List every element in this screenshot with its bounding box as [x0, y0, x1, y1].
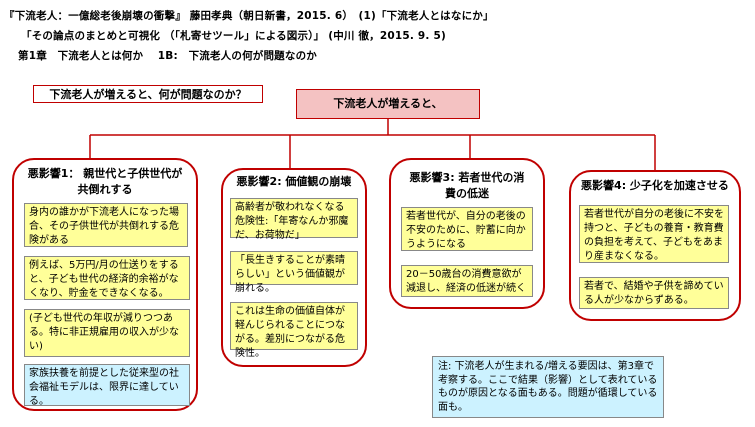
root-node: 下流老人が増えると、 — [296, 89, 480, 119]
note: 身内の誰かが下流老人になった場合、その子供世代が共倒れする危険がある — [24, 203, 188, 247]
note: 若者世代が自分の老後に不安を持つと、子どもの養育・教育費の負担を考えて、子どもを… — [579, 205, 729, 263]
note: これは生命の価値自体が軽んじられることにつながる。差別につながる危険性。 — [230, 302, 358, 359]
note: (子ども世代の年収が減りつつある。特に非正規雇用の収入が少ない) — [24, 309, 190, 357]
note: 家族扶養を前提とした従来型の社会福祉モデルは、限界に達している。 — [24, 364, 190, 407]
header-line3: 第1章 下流老人とは何か 1B: 下流老人の何が問題なのか — [18, 50, 317, 62]
column-title: 悪影響2: 価値観の崩壊 — [236, 175, 352, 188]
note: 高齢者が敬われなくなる危険性:「年寄なんか邪魔だ、お荷物だ」 — [230, 198, 358, 241]
column-title: 悪影響3: 若者世代の消費の低迷 — [409, 171, 525, 200]
column-title: 悪影響4: 少子化を加速させる — [581, 179, 729, 192]
note: 若者で、結婚や子供を諦めている人が少なからずある。 — [579, 277, 729, 309]
question-box: 下流老人が増えると、何が問題なのか？ — [33, 85, 263, 103]
note: 例えば、5万円/月の仕送りをすると、子ども世代の経済的余裕がなくなり、貯金をでき… — [24, 256, 190, 300]
note: 20－50歳台の消費意欲が減退し、経済の低迷が続く — [401, 265, 533, 297]
column-title: 悪影響1： 親世代と子供世代が共倒れする — [27, 167, 183, 196]
note: 「長生きすることが素晴らしい」という価値観が崩れる。 — [230, 251, 358, 294]
note: 若者世代が、自分の老後の不安のために、貯蓄に向かうようになる — [401, 207, 533, 251]
footnote: 注: 下流老人が生まれる/増える要因は、第3章で考察する。ここで結果（影響）とし… — [432, 356, 664, 418]
header-line2: 「その論点のまとめと可視化 （「札寄せツール」による図示）」 (中川 徹，201… — [21, 30, 446, 42]
header-line1: 『下流老人：一億総老後崩壊の衝撃』 藤田孝典（朝日新書，2015. 6） (1)… — [4, 10, 494, 22]
